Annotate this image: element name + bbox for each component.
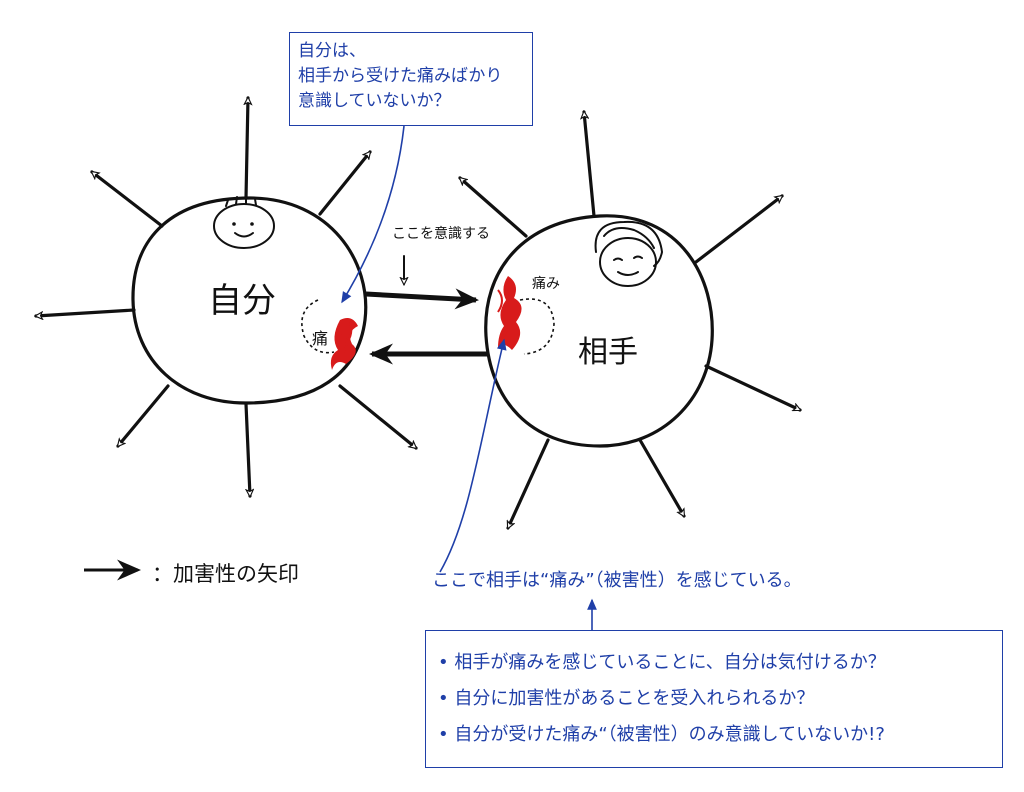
- other-arrow-lower-left: [508, 440, 548, 528]
- mutual-arrows: [366, 294, 488, 354]
- other-arrow-lower-right: [640, 440, 684, 516]
- note-bottom: 相手が痛みを感じていることに、自分は気付けるか？ 自分に加害性があることを受入れ…: [425, 630, 1003, 768]
- caption: ここで相手は“痛み”（被害性）を感じている。: [432, 566, 802, 592]
- note-bottom-list: 相手が痛みを感じていることに、自分は気付けるか？ 自分に加害性があることを受入れ…: [438, 645, 990, 753]
- self-arrow-upper-left: [92, 172, 162, 226]
- focus-label: ここを意識する: [392, 225, 490, 242]
- other-face-icon: [596, 222, 662, 286]
- legend-text: ：加害性の矢印: [152, 558, 299, 588]
- note-top-line: 自分は、: [298, 39, 524, 64]
- self-circle-group: 自分 痛: [133, 197, 366, 403]
- other-pain-label: 痛み: [532, 275, 560, 292]
- self-arrow-lower-left: [118, 386, 168, 446]
- self-label: 自分: [208, 281, 276, 321]
- self-arrow-upper-right: [320, 152, 370, 214]
- note-top-line: 相手から受けた痛みばかり: [298, 64, 524, 89]
- self-pain-mark: [302, 300, 358, 370]
- note-bottom-item: 自分に加害性があることを受入れられるか？: [438, 681, 990, 717]
- other-circle-group: 相手 痛み: [486, 216, 713, 446]
- self-arrow-down: [246, 404, 250, 496]
- self-arrow-up: [246, 98, 248, 198]
- legend: ：加害性の矢印: [84, 558, 299, 588]
- note-bottom-item: 相手が痛みを感じていることに、自分は気付けるか？: [438, 645, 990, 681]
- connector-top-note: [342, 126, 404, 302]
- note-top: 自分は、 相手から受けた痛みばかり 意識していないか？: [289, 32, 533, 126]
- other-label: 相手: [578, 335, 638, 370]
- note-top-line: 意識していないか？: [298, 89, 524, 114]
- self-arrow-lower-right: [340, 386, 416, 448]
- arrow-self-to-other: [366, 294, 476, 300]
- other-arrow-upper-right: [696, 196, 782, 262]
- self-arrow-left: [36, 310, 134, 316]
- other-arrow-right: [706, 366, 800, 410]
- other-arrow-up: [584, 112, 594, 216]
- self-pain-label: 痛: [312, 329, 328, 348]
- self-face-icon: [214, 197, 274, 248]
- note-bottom-item: 自分が受けた痛み“（被害性）のみ意識していないか!?: [438, 717, 990, 753]
